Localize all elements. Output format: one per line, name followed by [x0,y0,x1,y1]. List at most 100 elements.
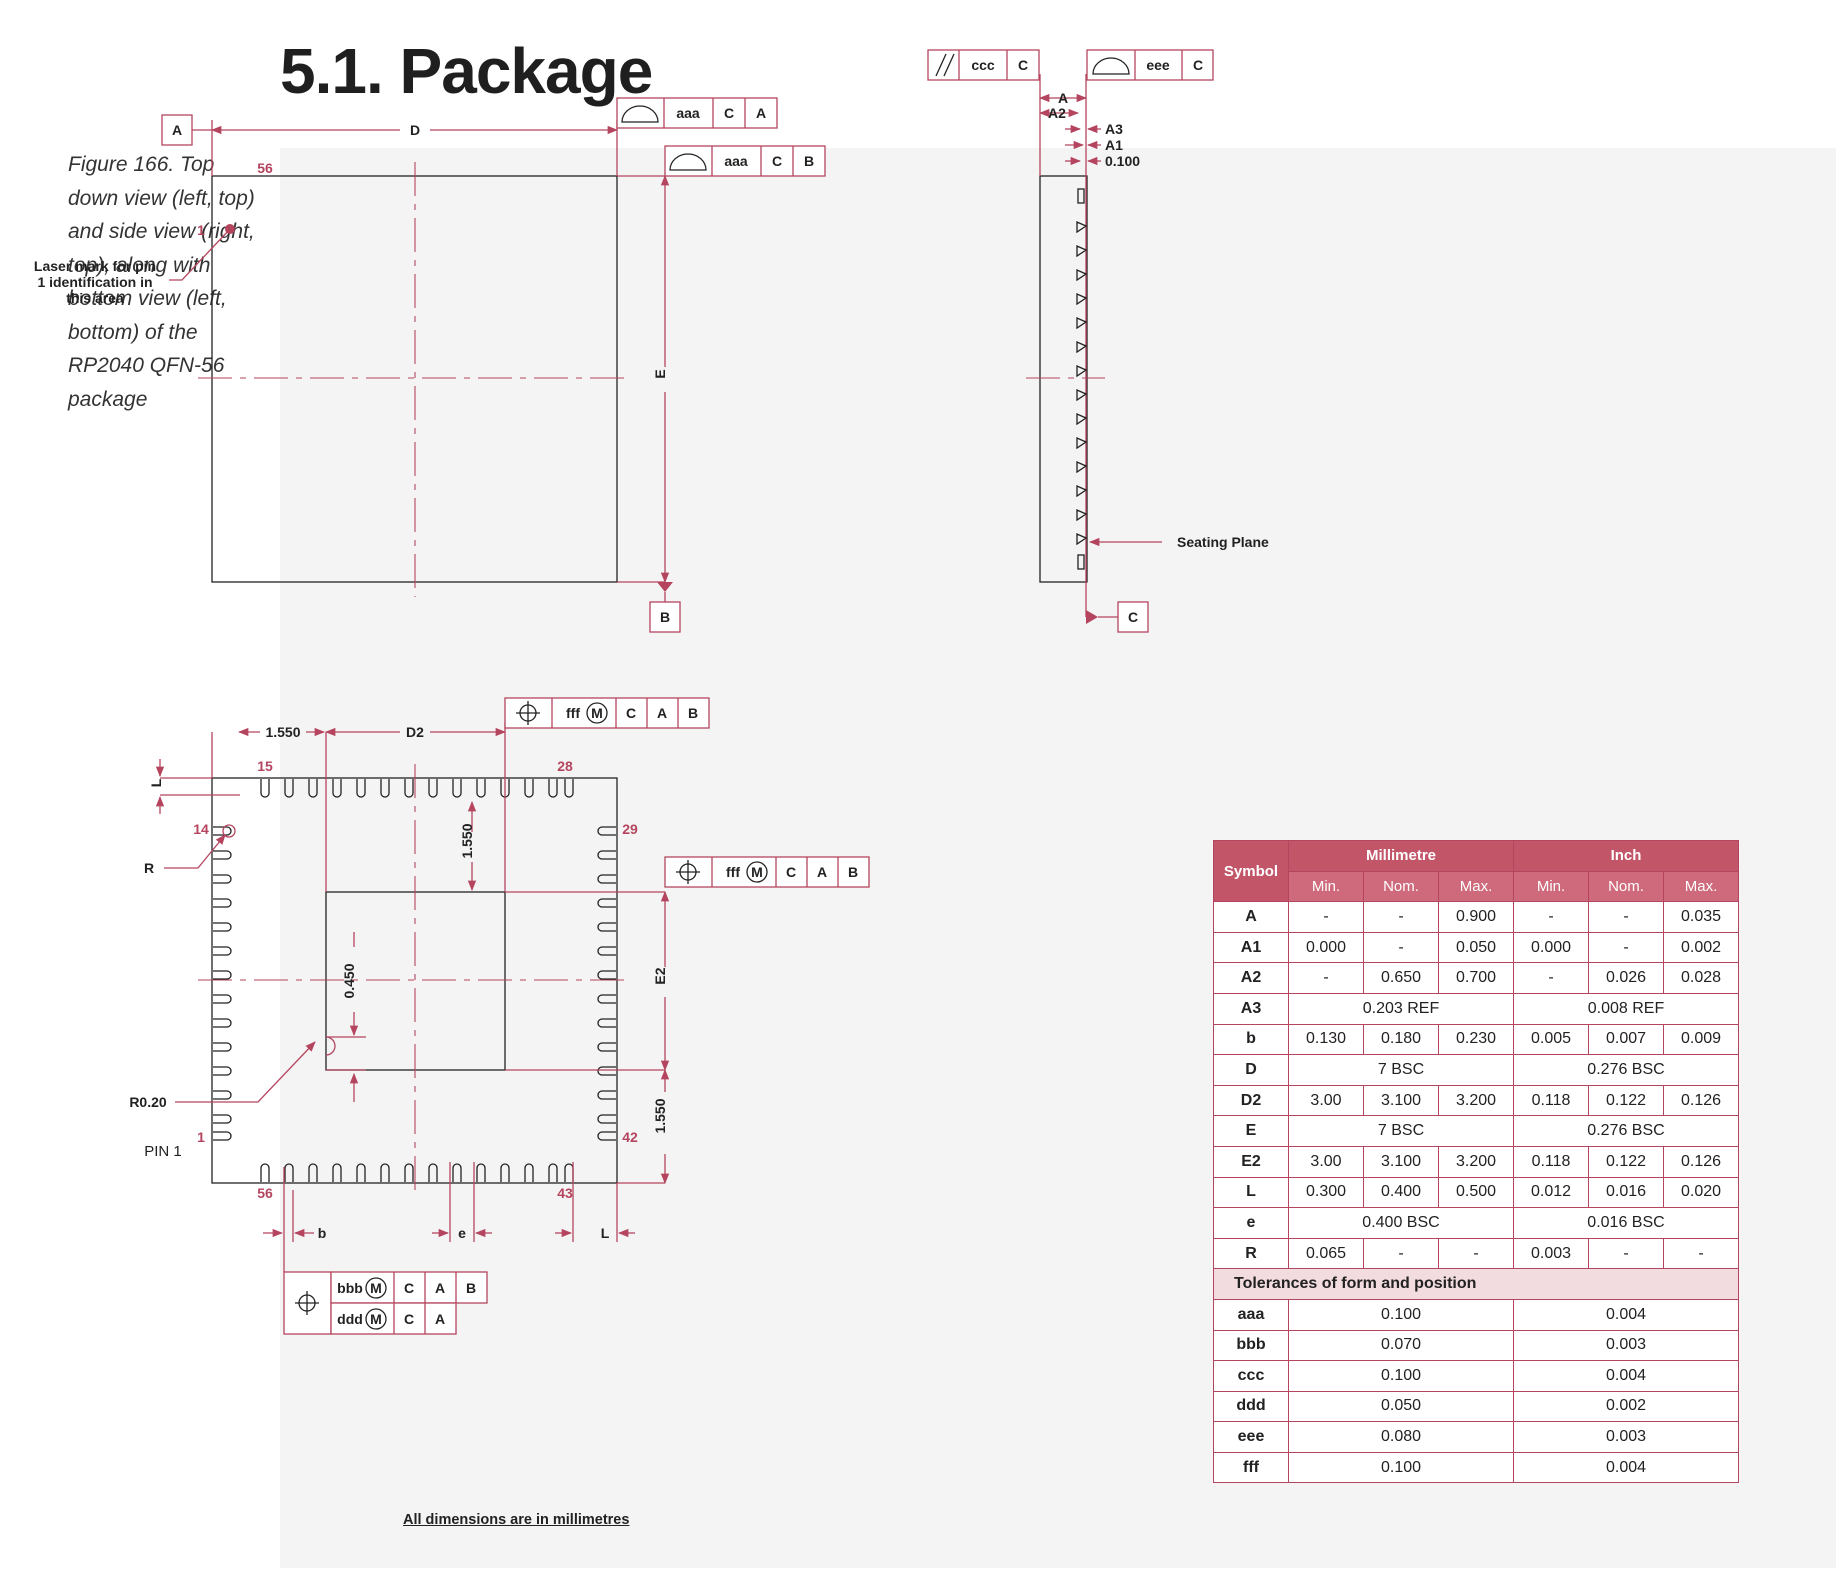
page-title: 5.1. Package [280,35,653,107]
svg-text:C: C [404,1280,414,1296]
bottom-pads-bottom [260,1163,574,1182]
pin1-label: PIN 1 [144,1143,182,1160]
svg-text:aaa: aaa [676,105,700,121]
fcf-aaa-c-a: aaa C A [616,97,778,129]
pad-chamfer-notch [325,1036,336,1056]
svg-text:C: C [1193,57,1203,73]
top-pin1-label: 1 [197,222,205,238]
svg-text:M: M [751,864,763,880]
bottom-pads-top [260,779,574,798]
svg-text:eee: eee [1146,57,1170,73]
mmc-icon [746,861,768,883]
side-leads [1076,188,1088,570]
svg-text:C: C [404,1311,414,1327]
mmc-icon [365,1308,387,1330]
surface-profile-icon [1092,57,1130,75]
dim-1550-v: 1.550 [459,823,475,858]
svg-text:A2: A2 [1048,105,1066,121]
datum-c-box [1117,601,1149,633]
svg-text:29: 29 [622,821,638,837]
svg-text:fff: fff [566,705,580,721]
svg-text:L: L [601,1225,610,1241]
datum-b-label: B [660,609,670,625]
svg-text:43: 43 [557,1185,573,1201]
fcf-eee-c: eee C [1086,49,1214,81]
datum-a-label: A [172,122,182,138]
section-row: Tolerances of form and position [1213,1268,1739,1300]
inch-header: Inch [1513,840,1739,872]
table-row: A--0.900--0.035 [1213,901,1739,933]
svg-text:42: 42 [622,1129,638,1145]
r020-label: R0.20 [129,1094,167,1110]
svg-text:B: B [848,864,858,880]
figure-caption: Figure 166. Top down view (left, top) an… [68,153,255,411]
svg-text:ddd: ddd [337,1311,363,1327]
top-view: Laser mark for pin 1 identification in t… [34,97,826,633]
dim-1550-r: 1.550 [652,1098,668,1133]
dim-0450: 0.450 [341,963,357,998]
svg-text:C: C [786,864,796,880]
svg-text:M: M [370,1311,382,1327]
svg-text:14: 14 [193,821,209,837]
dim-e2-label: E2 [652,967,668,984]
svg-text:aaa: aaa [724,153,748,169]
svg-text:1: 1 [197,1129,205,1145]
position-icon [676,860,700,884]
svg-text:bbb: bbb [337,1280,363,1296]
laser-leader [169,228,231,281]
svg-text:15: 15 [257,758,273,774]
bottom-view: 15 28 14 29 1 42 56 43 1.550 D2 L R 1.55… [129,697,870,1335]
fcf-fff-right: fff M C A B [664,856,870,888]
svg-text:C: C [1018,57,1028,73]
laser-mark-label-3: this area [66,290,124,306]
surface-profile-icon [669,153,707,171]
svg-text:B: B [466,1280,476,1296]
svg-text:A: A [756,105,766,121]
dimensions-table: Symbol Millimetre Inch Min. Nom. Max. Mi… [1213,839,1739,1484]
svg-text:B: B [688,705,698,721]
laser-mark-label-2: 1 identification in [37,274,152,290]
svg-text:C: C [772,153,782,169]
svg-text:b: b [318,1225,327,1241]
dim-d-label: D [410,122,420,138]
svg-text:56: 56 [257,1185,273,1201]
svg-text:M: M [370,1280,382,1296]
svg-text:28: 28 [557,758,573,774]
datum-c-label: C [1128,609,1138,625]
fcf-aaa-c-b: aaa C B [664,145,826,177]
fcf-fff-top: fff M C A B [504,697,710,729]
radius-r-label: R [144,860,154,876]
datum-b-box [649,601,681,633]
svg-text:A: A [435,1280,445,1296]
dim-e-label: E [652,369,668,378]
units-note: All dimensions are in millimetres [403,1512,630,1528]
svg-text:B: B [804,153,814,169]
dim-d2-label: D2 [406,724,424,740]
svg-text:C: C [626,705,636,721]
side-view-body [1039,175,1088,583]
top-pin56-label: 56 [257,160,273,176]
side-view: ccc C eee C A A2 A3 A1 0.100 Seating Pla… [927,49,1269,633]
svg-text:L: L [148,778,164,787]
seating-plane-label: Seating Plane [1177,534,1269,550]
datum-a-box [161,114,193,146]
svg-text:M: M [591,705,603,721]
svg-text:e: e [458,1225,466,1241]
